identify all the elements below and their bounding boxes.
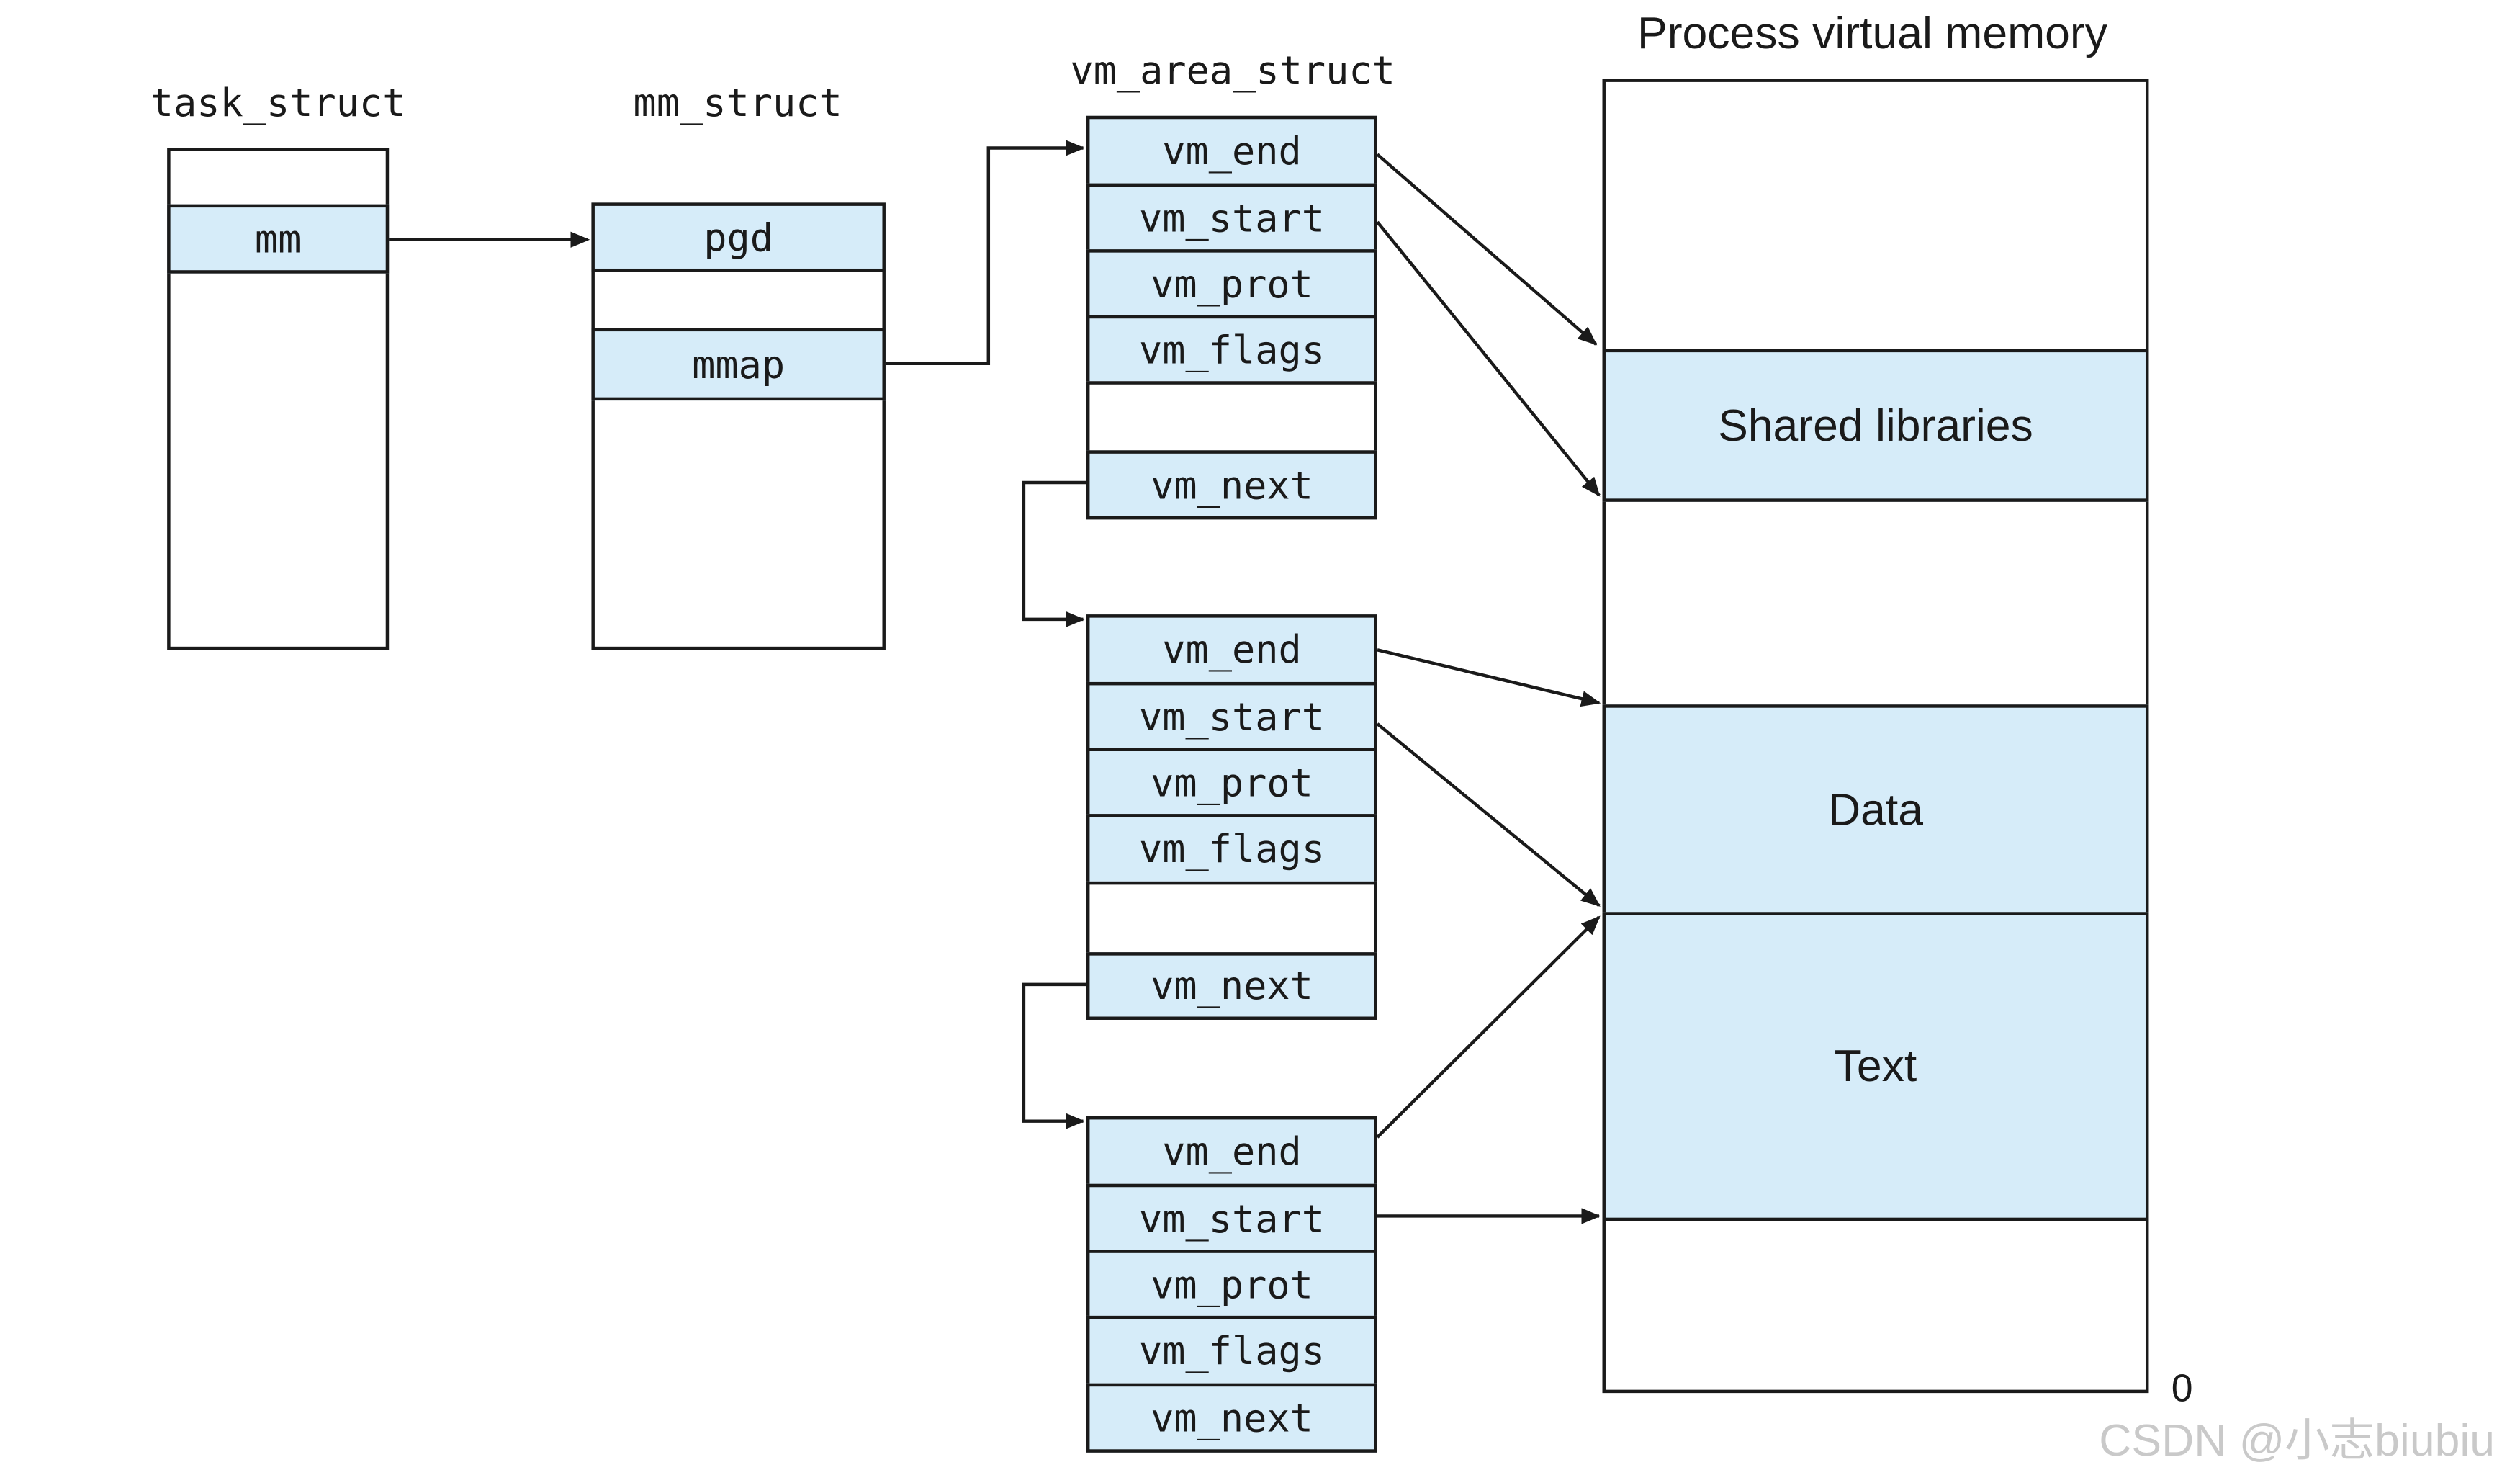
area1-end-arrow	[1376, 153, 1598, 346]
vm-next-field: vm_next	[1086, 450, 1377, 520]
mmap-to-vm-area-arrow	[885, 140, 1085, 365]
vm-area-struct-title: vm_area_struct	[1070, 48, 1395, 94]
vm-next-field: vm_next	[1086, 952, 1377, 1020]
vm-area-struct-3: vm_end vm_start vm_prot vm_flags vm_next	[1086, 1116, 1377, 1453]
vm-start-field: vm_start	[1086, 1183, 1377, 1253]
vm-flags-field: vm_flags	[1086, 1315, 1377, 1387]
vm-start-field: vm_start	[1086, 183, 1377, 253]
task-struct-mm-field: mm	[167, 204, 390, 274]
mm-struct-title: mm_struct	[633, 80, 842, 126]
vm-flags-field: vm_flags	[1086, 814, 1377, 885]
process-vm-title: Process virtual memory	[1637, 8, 2107, 58]
area1-start-arrow	[1376, 220, 1601, 497]
vm-next-1-arrow	[1022, 480, 1086, 628]
process-vm-box: Shared libraries Data Text	[1602, 79, 2149, 1394]
task-struct-title: task_struct	[150, 80, 406, 126]
vm-flags-field: vm_flags	[1086, 315, 1377, 385]
task-struct-box: mm	[167, 148, 390, 650]
vm-prot-field: vm_prot	[1086, 1250, 1377, 1319]
area3-end-arrow	[1376, 915, 1601, 1139]
vm-blank-field	[1086, 881, 1377, 956]
watermark: CSDN @小志biubiu	[2099, 1415, 2496, 1466]
text-region: Text	[1602, 912, 2149, 1221]
mm-struct-mmap-field: mmap	[591, 328, 886, 401]
area2-end-arrow	[1377, 648, 1601, 707]
vm-end-field: vm_end	[1086, 115, 1377, 187]
vm-area-struct-1: vm_end vm_start vm_prot vm_flags vm_next	[1086, 115, 1377, 520]
area2-start-arrow	[1376, 722, 1601, 907]
vm-next-2-arrow	[1022, 982, 1086, 1129]
mm-struct-box: pgd mmap	[591, 202, 886, 650]
shared-libraries-region: Shared libraries	[1602, 349, 2149, 502]
vm-end-field: vm_end	[1086, 1116, 1377, 1188]
vm-start-field: vm_start	[1086, 681, 1377, 751]
address-zero-label: 0	[2171, 1367, 2193, 1411]
vm-blank-field	[1086, 381, 1377, 454]
vm-next-field: vm_next	[1086, 1383, 1377, 1453]
mm-struct-pgd-field: pgd	[591, 202, 886, 272]
vm-area-struct-2: vm_end vm_start vm_prot vm_flags vm_next	[1086, 614, 1377, 1020]
